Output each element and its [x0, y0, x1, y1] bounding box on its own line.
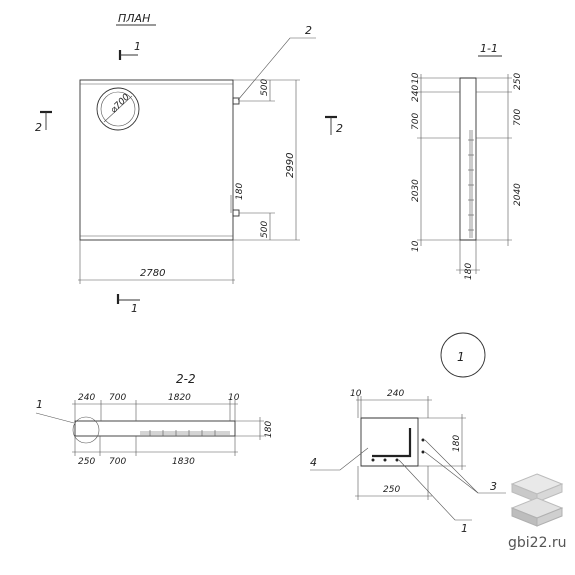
section-2-2: 2-2 1 240 700 1820 10 — [35, 372, 274, 467]
svg-text:180: 180 — [264, 421, 274, 438]
svg-text:240: 240 — [387, 389, 404, 399]
section-2-2-profile — [74, 420, 236, 437]
plan-title: ПЛАН — [118, 12, 150, 25]
detail-1-circle — [440, 332, 486, 378]
svg-text:1830: 1830 — [172, 457, 195, 467]
section-2-2-title: 2-2 — [176, 372, 196, 386]
leader-1 — [398, 459, 472, 521]
section-marker-1-bottom: 1 — [116, 294, 140, 315]
svg-text:1: 1 — [131, 302, 138, 315]
leader-4 — [310, 447, 369, 471]
leader-2: 2 — [237, 24, 316, 101]
plan-slab-outline — [79, 79, 234, 241]
section-1-1-profile — [459, 77, 477, 241]
section-marker-1-top: 1 — [118, 40, 141, 60]
svg-text:240: 240 — [411, 85, 421, 102]
plan-bottom-dimension: 2780 — [78, 240, 235, 284]
plan-view: ПЛАН 1 1 2 2 — [35, 12, 343, 315]
section-1-1-title: 1-1 — [480, 42, 498, 55]
detail-1: 1 10 240 180 250 4 3 1 — [310, 332, 506, 535]
loop-bottom — [232, 209, 240, 217]
dim-2780: 2780 — [140, 268, 165, 279]
svg-text:2: 2 — [336, 122, 343, 135]
plan-right-dimensions: 500 180 500 2990 — [230, 79, 300, 241]
section-marker-2-left: 2 — [35, 110, 52, 134]
svg-text:250: 250 — [383, 485, 400, 495]
svg-text:700: 700 — [513, 109, 523, 126]
detail-1-rebar — [372, 428, 412, 458]
svg-text:2040: 2040 — [513, 183, 523, 206]
svg-text:1820: 1820 — [168, 393, 191, 403]
svg-text:2030: 2030 — [411, 179, 421, 202]
dim-180: 180 — [235, 183, 245, 200]
svg-text:4: 4 — [310, 456, 317, 469]
svg-text:2: 2 — [35, 121, 42, 134]
dim-2990: 2990 — [285, 153, 296, 178]
svg-text:180: 180 — [452, 435, 462, 452]
svg-text:10: 10 — [228, 393, 240, 403]
site-logo-icon — [510, 473, 564, 527]
svg-text:700: 700 — [109, 393, 126, 403]
watermark-text: gbi22.ru — [508, 535, 567, 551]
svg-text:2: 2 — [305, 24, 312, 37]
svg-text:1: 1 — [134, 40, 141, 53]
svg-text:10: 10 — [411, 240, 421, 252]
svg-text:10: 10 — [350, 389, 362, 399]
dim-500-top: 500 — [260, 79, 270, 96]
svg-text:250: 250 — [513, 73, 523, 90]
section-1-1: 1-1 10 240 700 2030 10 250 — [411, 42, 523, 280]
section-1-1-rebar-ticks — [468, 139, 474, 231]
svg-text:250: 250 — [78, 457, 95, 467]
section-marker-2-right: 2 — [325, 115, 343, 135]
dim-500-bottom: 500 — [260, 221, 270, 238]
detail-1-label: 1 — [457, 350, 465, 364]
svg-text:180: 180 — [464, 263, 474, 280]
section-2-2-callout-circle — [72, 416, 100, 444]
svg-text:700: 700 — [411, 113, 421, 130]
loop-top — [232, 97, 240, 105]
svg-text:1: 1 — [461, 522, 468, 535]
section-2-2-rebar-ticks — [149, 430, 216, 436]
svg-text:700: 700 — [109, 457, 126, 467]
svg-text:240: 240 — [78, 393, 95, 403]
svg-text:10: 10 — [411, 72, 421, 84]
svg-text:3: 3 — [490, 480, 497, 493]
section-2-2-callout: 1 — [36, 398, 43, 411]
hatch-opening: ⌀700 — [96, 87, 140, 131]
